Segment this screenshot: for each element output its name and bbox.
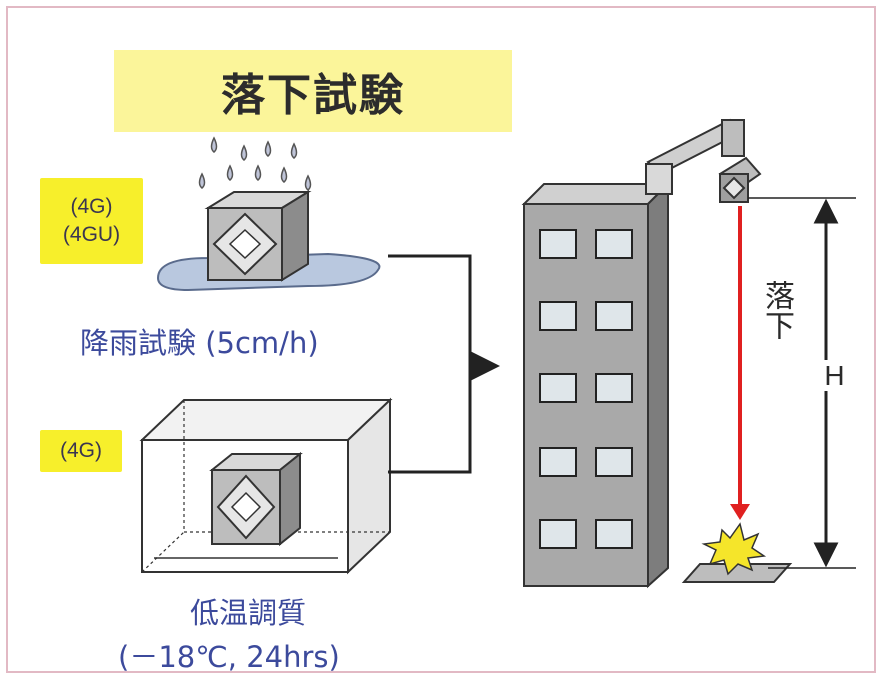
diagram-artwork bbox=[139, 118, 856, 589]
suspended-package-icon bbox=[718, 156, 762, 203]
connector-lines bbox=[388, 254, 500, 474]
rain-grade-line-2: (4GU) bbox=[62, 223, 121, 246]
cold-grade-label: (4G) bbox=[60, 439, 102, 462]
package-box-cold-icon bbox=[209, 451, 303, 547]
package-box-rain-icon bbox=[204, 190, 312, 282]
rain-drops-icon bbox=[198, 136, 312, 191]
page-title: 落下試験 bbox=[221, 70, 405, 121]
diagram-frame: 落下試験 (4G) (4GU) (4G) 降雨試験 (5cm/h) 低温調質 (… bbox=[6, 6, 876, 674]
title-banner: 落下試験 bbox=[114, 50, 512, 132]
building-icon bbox=[521, 181, 671, 589]
drop-label: 落下 bbox=[759, 280, 794, 340]
impact-burst-icon bbox=[681, 522, 793, 583]
rain-grade-badge: (4G) (4GU) bbox=[40, 178, 143, 264]
cold-conditioning-detail: (－18℃, 24hrs) bbox=[118, 640, 340, 674]
drop-arrow bbox=[730, 206, 750, 520]
rain-test-caption: 降雨試験 (5cm/h) bbox=[80, 326, 319, 360]
cold-conditioning-caption: 低温調質 bbox=[190, 596, 307, 630]
crane-arm-icon bbox=[645, 118, 745, 195]
height-label: H bbox=[816, 360, 852, 391]
cold-grade-badge: (4G) bbox=[40, 430, 122, 472]
rain-grade-line-1: (4G) bbox=[70, 195, 113, 218]
